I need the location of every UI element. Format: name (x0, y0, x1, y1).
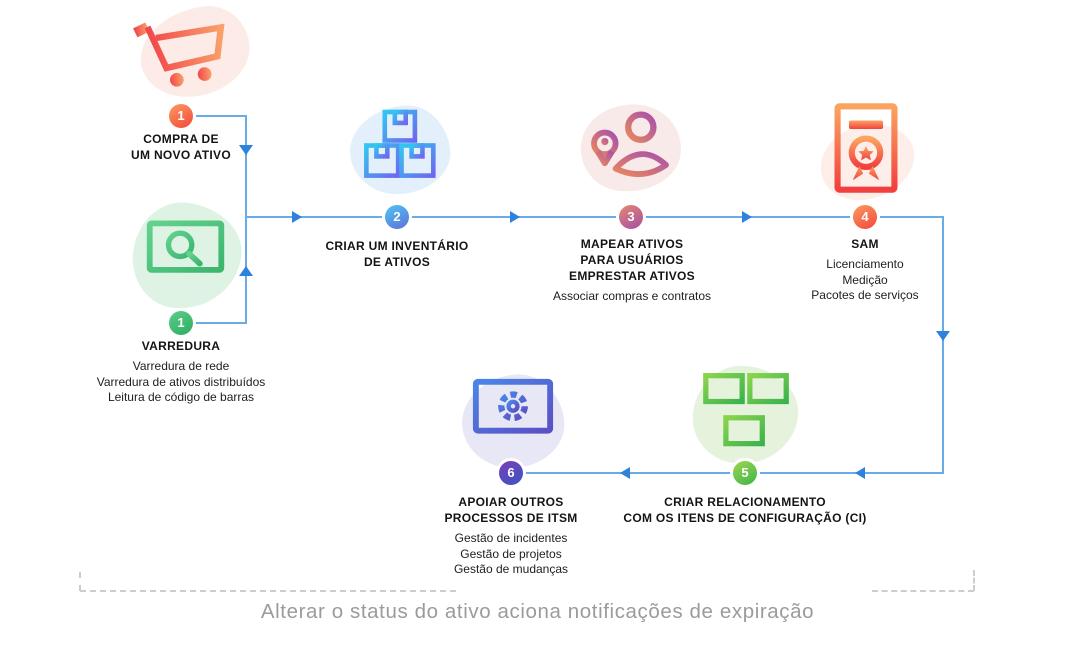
step-inventory-number-badge: 2 (385, 205, 409, 229)
expiry-scope-dashed-line-left (79, 572, 81, 591)
flow-arrow-right-icon (510, 211, 520, 223)
user-location-pin-icon (585, 103, 675, 196)
flow-arrow-down-icon (936, 331, 950, 341)
connector-right-vertical (942, 216, 944, 474)
flow-arrow-down-icon (239, 145, 253, 155)
license-certificate-icon (830, 100, 902, 201)
expiry-scope-dashed-line (872, 590, 974, 592)
step-scan-title: VARREDURA (141, 339, 221, 353)
flow-arrow-left-icon (855, 467, 865, 479)
connector-purchase-stub (193, 115, 247, 117)
stacked-boxes-icon (358, 106, 440, 195)
step-scan-number-badge: 1 (169, 311, 193, 335)
flow-arrow-left-icon (620, 467, 630, 479)
connector-scan-stub (193, 322, 247, 324)
expiry-scope-dashed-line (80, 590, 456, 592)
expiry-scope-dashed-line-right (973, 570, 975, 591)
connector-left-vertical (245, 115, 247, 324)
step-sam-title: SAM (851, 237, 879, 251)
step-map-number-badge: 3 (619, 205, 643, 229)
network-monitors-icon (700, 368, 792, 463)
expiration-caption: Alterar o status do ativo aciona notific… (260, 600, 815, 623)
step-map-details: Associar compras e contratos (552, 289, 712, 303)
step-itsm-number-badge: 6 (499, 461, 523, 485)
shopping-cart-icon (124, 5, 238, 102)
flow-arrow-right-icon (292, 211, 302, 223)
monitor-gear-icon (468, 374, 558, 465)
flow-arrow-right-icon (742, 211, 752, 223)
step-purchase-number-badge: 1 (169, 104, 193, 128)
connector-bottom-horizontal (511, 472, 944, 474)
step-sam-number-badge: 4 (853, 205, 877, 229)
laptop-search-icon (138, 218, 233, 308)
connector-main-horizontal (245, 216, 944, 218)
flow-arrow-up-icon (239, 266, 253, 276)
step-ci-number-badge: 5 (733, 461, 757, 485)
